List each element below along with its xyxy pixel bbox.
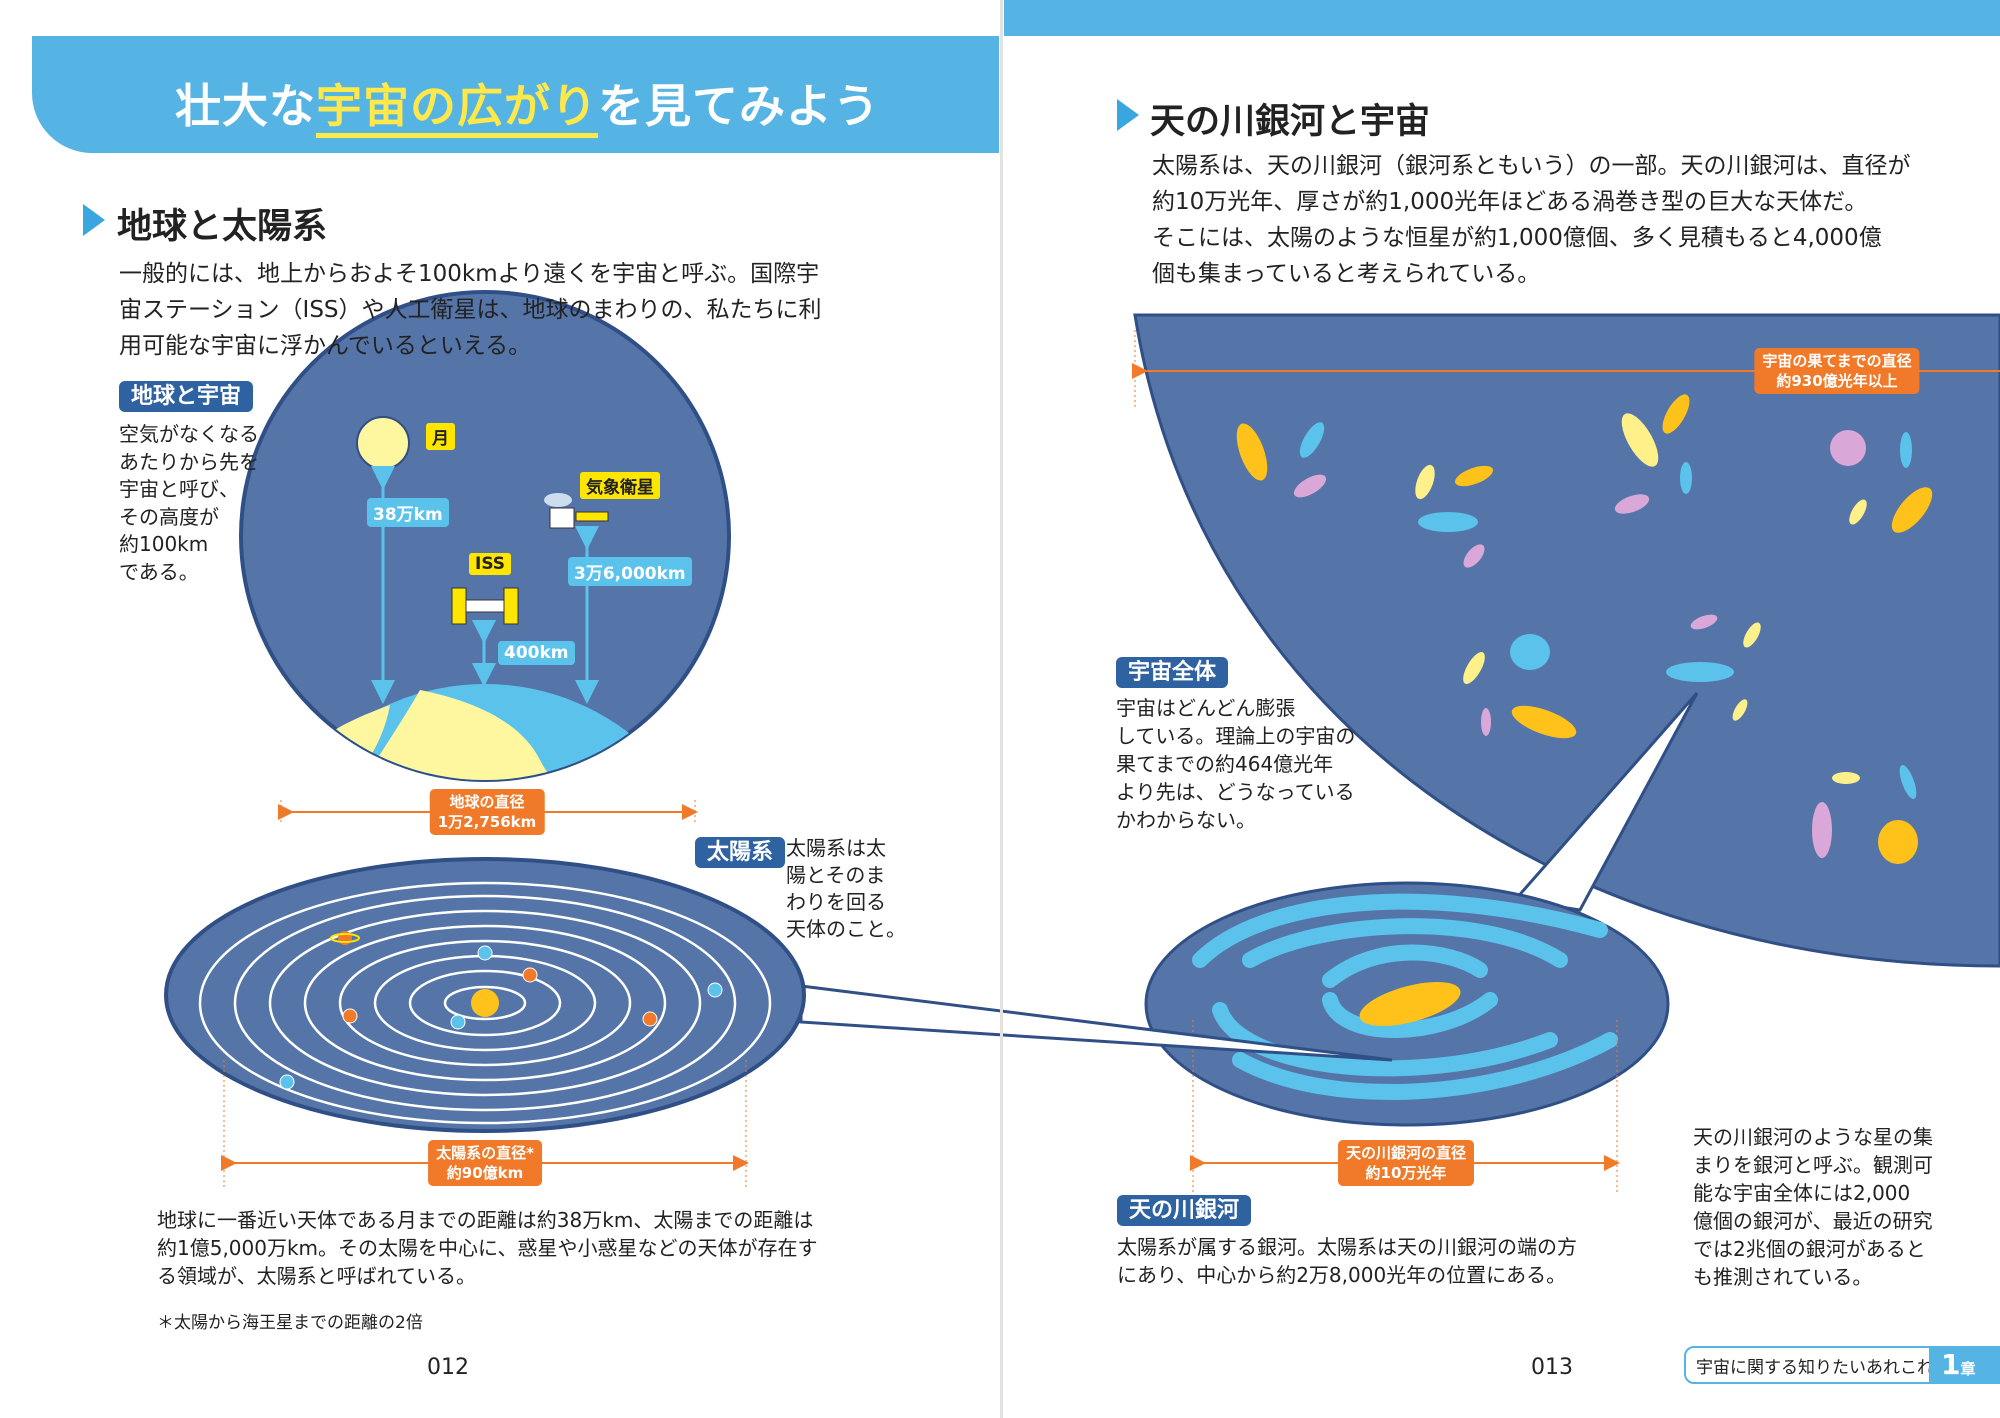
text-line: 約90億km: [446, 1164, 524, 1182]
weather-satellite-icon: [544, 493, 609, 529]
text-line: している。理論上の宇宙の: [1116, 724, 1356, 748]
label-galaxy-diameter: 天の川銀河の直径 約10万光年: [1337, 1140, 1475, 1186]
tag-earth-space: 地球と宇宙: [119, 381, 254, 412]
label-universe-diameter: 宇宙の果てまでの直径 約930億光年以上: [1754, 348, 1920, 394]
label-iss-distance: 400km: [498, 641, 575, 665]
text-line: 約10万光年: [1365, 1164, 1447, 1182]
galaxies-note: 天の川銀河のような星の集 まりを銀河と呼ぶ。観測可 能な宇宙全体には2,000 …: [1693, 1123, 1933, 1291]
solar-system-note: 太陽系は太 陽とそのま わりを回る 天体のこと。: [786, 835, 906, 943]
text-line: 個も集まっていると考えられている。: [1152, 261, 1541, 287]
universe-note: 宇宙はどんどん膨張 している。理論上の宇宙の 果てまでの約464億光年 より先は…: [1116, 694, 1355, 834]
text-line: では2兆個の銀河があると: [1693, 1237, 1926, 1261]
text-line: 空気がなくなる: [119, 422, 259, 446]
text-line: あたりから先を: [119, 449, 259, 474]
label-earth-diameter: 地球の直径 1万2,756km: [429, 789, 545, 835]
heading-triangle-icon: [83, 204, 105, 236]
text-line: 天体のこと。: [786, 917, 906, 941]
title-part: 壮大な: [175, 79, 316, 133]
page-gutter: [1000, 0, 1003, 1418]
text-line: 約10万光年、厚さが約1,000光年ほどある渦巻き型の巨大な天体だ。: [1152, 189, 1868, 215]
page-number-right: 013: [1531, 1355, 1573, 1380]
title-highlight: 宇宙の広がり: [316, 79, 598, 138]
text-line: 地球の直径: [449, 793, 525, 811]
page-number-left: 012: [427, 1355, 469, 1380]
text-line: 太陽系が属する銀河。太陽系は天の川銀河の端の方: [1117, 1235, 1577, 1259]
chapter-number-digit: 1: [1941, 1348, 1961, 1381]
text-line: より先は、どうなっている: [1116, 780, 1355, 804]
text-line: 約930億光年以上: [1776, 372, 1898, 390]
text-line: 1万2,756km: [437, 813, 537, 831]
text-line: 太陽系は、天の川銀河（銀河系ともいう）の一部。天の川銀河は、直径が: [1152, 153, 1911, 179]
text-line: わりを回る: [786, 890, 886, 914]
title-part: を見てみよう: [598, 79, 880, 133]
text-line: 億個の銀河が、最近の研究: [1693, 1209, 1933, 1233]
intro-paragraph-right: 太陽系は、天の川銀河（銀河系ともいう）の一部。天の川銀河は、直径が 約10万光年…: [1152, 148, 1911, 292]
text-line: にあり、中心から約2万8,000光年の位置にある。: [1117, 1263, 1567, 1287]
text-line: 太陽系の直径*: [436, 1144, 534, 1162]
chapter-suffix: 章: [1960, 1360, 1976, 1378]
text-line: 能な宇宙全体には2,000: [1693, 1181, 1911, 1205]
text-line: 用可能な宇宙に浮かんでいるといえる。: [119, 333, 532, 359]
text-line: 陽とそのま: [786, 863, 886, 887]
chapter-number: 1章: [1929, 1346, 2000, 1384]
footnote: ＊太陽から海王星までの距離の2倍: [157, 1313, 423, 1333]
text-line: かわからない。: [1116, 808, 1256, 832]
label-weather-satellite: 気象衛星: [580, 472, 660, 499]
label-moon-distance: 38万km: [367, 498, 449, 527]
solar-system-paragraph: 地球に一番近い天体である月までの距離は約38万km、太陽までの距離は 約1億5,…: [157, 1206, 817, 1290]
moon: [356, 416, 410, 470]
tag-universe: 宇宙全体: [1116, 657, 1229, 688]
text-line: 果てまでの約464億光年: [1116, 752, 1334, 776]
text-line: 約1億5,000万km。その太陽を中心に、惑星や小惑星などの天体が存在す: [157, 1236, 818, 1260]
label-solar-diameter: 太陽系の直径* 約90億km: [428, 1140, 542, 1186]
chapter-label: 宇宙に関する知りたいあれこれ: [1696, 1358, 1934, 1378]
iss-icon: [451, 587, 519, 625]
intro-paragraph-left: 一般的には、地上からおよそ100kmより遠くを宇宙と呼ぶ。国際宇 宙ステーション…: [119, 256, 822, 364]
text-line: 宙ステーション（ISS）や人工衛星は、地球のまわりの、私たちに利: [119, 297, 822, 323]
text-line: 太陽系は太: [786, 836, 886, 860]
text-line: 地球に一番近い天体である月までの距離は約38万km、太陽までの距離は: [157, 1208, 814, 1232]
top-color-bar: [1004, 0, 2000, 36]
text-line: 天の川銀河のような星の集: [1693, 1125, 1933, 1149]
tag-solar-system: 太陽系: [695, 837, 786, 868]
label-iss: ISS: [469, 553, 512, 575]
label-moon: 月: [426, 423, 455, 450]
text-line: まりを銀河と呼ぶ。観測可: [1693, 1153, 1933, 1177]
text-line: 宇宙と呼び、: [119, 477, 239, 501]
page-title: 壮大な宇宙の広がりを見てみよう: [175, 70, 880, 138]
text-line: 約100km: [119, 532, 209, 556]
text-line: である。: [119, 559, 199, 584]
text-line: も推測されている。: [1693, 1265, 1873, 1289]
universe-shape: [1133, 313, 2000, 968]
text-line: る領域が、太陽系と呼ばれている。: [157, 1264, 476, 1288]
milky-way-note: 太陽系が属する銀河。太陽系は天の川銀河の端の方 にあり、中心から約2万8,000…: [1117, 1233, 1577, 1289]
heading-triangle-icon: [1117, 99, 1139, 131]
section-heading-milky-way: 天の川銀河と宇宙: [1150, 102, 1431, 142]
text-line: その高度が: [119, 504, 219, 529]
text-line: 一般的には、地上からおよそ100kmより遠くを宇宙と呼ぶ。国際宇: [119, 261, 820, 287]
text-line: 宇宙はどんどん膨張: [1116, 696, 1296, 720]
label-geo-distance: 3万6,000km: [568, 557, 692, 586]
distant-galaxies: [1236, 394, 1933, 864]
text-line: そこには、太陽のような恒星が約1,000億個、多く見積もると4,000億: [1152, 225, 1882, 251]
sun: [471, 989, 499, 1017]
text-line: 天の川銀河の直径: [1345, 1144, 1467, 1162]
section-heading-earth-solar: 地球と太陽系: [117, 207, 328, 247]
title-banner: [32, 36, 999, 153]
text-line: 宇宙の果てまでの直径: [1762, 352, 1912, 370]
planets: [279, 931, 723, 1090]
earth-space-note: 空気がなくなる あたりから先を 宇宙と呼び、 その高度が 約100km である。: [119, 421, 259, 586]
tag-milky-way: 天の川銀河: [1117, 1195, 1252, 1226]
